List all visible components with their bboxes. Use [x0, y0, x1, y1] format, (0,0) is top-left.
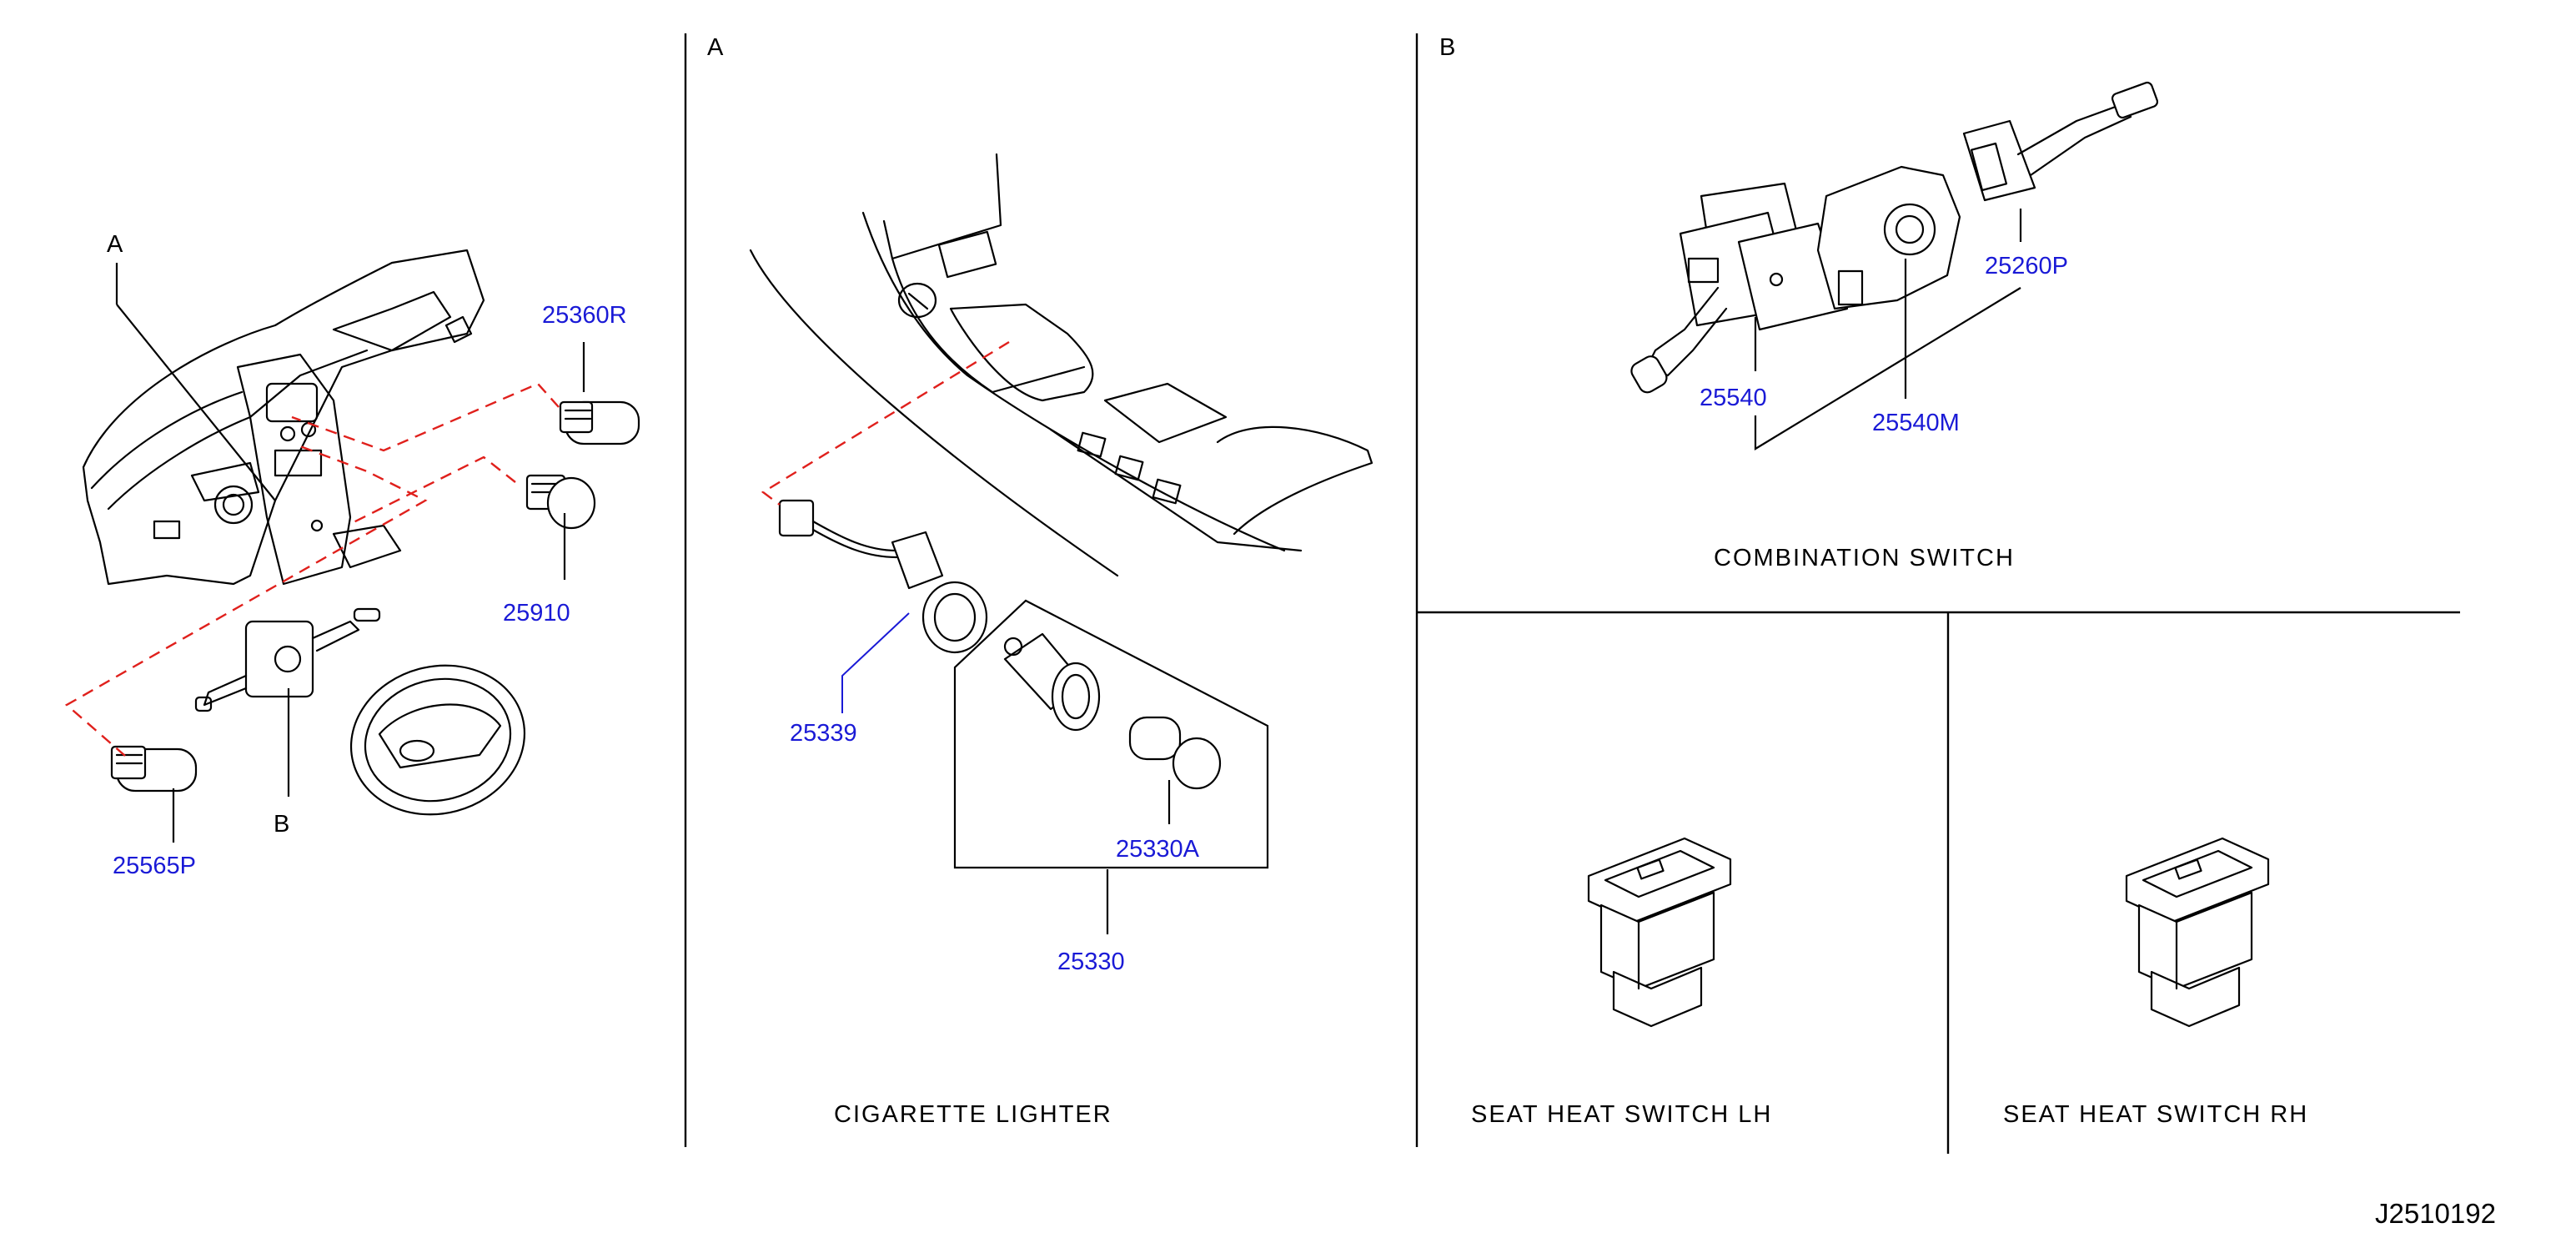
- part-number-25360r[interactable]: 25360R: [542, 302, 627, 329]
- part-number-25260p[interactable]: 25260P: [1985, 253, 2068, 279]
- part-number-25540m[interactable]: 25540M: [1872, 410, 1960, 436]
- lighter-panel-ref: A: [707, 34, 724, 61]
- dashboard-illustration: [82, 249, 485, 586]
- lighter-element-illustration: [1003, 632, 1222, 790]
- overview-ref-b: B: [274, 811, 289, 838]
- lighter-dash-leader: [761, 340, 1010, 506]
- cigarette-lighter-panel: A 25339 25330A 25330 CIGARETTE LIGHTER: [707, 34, 1373, 1128]
- lighter-harness-illustration: [778, 499, 988, 654]
- combination-switch-title: COMBINATION SWITCH: [1714, 545, 2015, 571]
- switch-25565p-illustration: [110, 745, 198, 793]
- combination-leader-lines: [1754, 209, 2022, 450]
- lighter-leader-lines: [841, 599, 1269, 934]
- overview-panel: A B 25360R 25910 25565P: [64, 231, 640, 879]
- part-number-25330a[interactable]: 25330A: [1116, 836, 1200, 863]
- combination-switch-illustration: [1630, 81, 2159, 394]
- seat-heat-switch-lh-panel: SEAT HEAT SWITCH LH: [1471, 837, 1772, 1128]
- switch-25910-illustration: [525, 474, 596, 530]
- combination-panel-ref: B: [1439, 34, 1455, 61]
- seat-heat-switch-lh-title: SEAT HEAT SWITCH LH: [1471, 1101, 1772, 1128]
- panel-dividers: [684, 33, 2460, 1154]
- diagram-id: J2510192: [2375, 1198, 2496, 1229]
- steering-wheel-illustration: [349, 664, 526, 816]
- console-illustration: [749, 153, 1373, 577]
- seat-heat-switch-rh-illustration: [2125, 837, 2270, 1028]
- part-number-25339[interactable]: 25339: [790, 720, 857, 747]
- seat-heat-switch-rh-panel: SEAT HEAT SWITCH RH: [2003, 837, 2308, 1128]
- seat-heat-switch-lh-illustration: [1587, 837, 1732, 1028]
- part-number-25330[interactable]: 25330: [1057, 949, 1125, 975]
- combination-switch-small-illustration: [194, 607, 381, 712]
- cigarette-lighter-title: CIGARETTE LIGHTER: [834, 1101, 1112, 1128]
- overview-leader-lines: [115, 263, 585, 843]
- switch-25360r-illustration: [559, 400, 640, 445]
- part-number-25565p[interactable]: 25565P: [113, 853, 196, 879]
- combination-switch-panel: B 25260P 25540 25540M COMBINATION SWITCH: [1439, 34, 2159, 571]
- part-number-25910[interactable]: 25910: [503, 600, 570, 627]
- overview-ref-a: A: [107, 231, 123, 258]
- part-number-25540[interactable]: 25540: [1700, 385, 1767, 411]
- overview-dash-leaders: [64, 382, 560, 757]
- seat-heat-switch-rh-title: SEAT HEAT SWITCH RH: [2003, 1101, 2308, 1128]
